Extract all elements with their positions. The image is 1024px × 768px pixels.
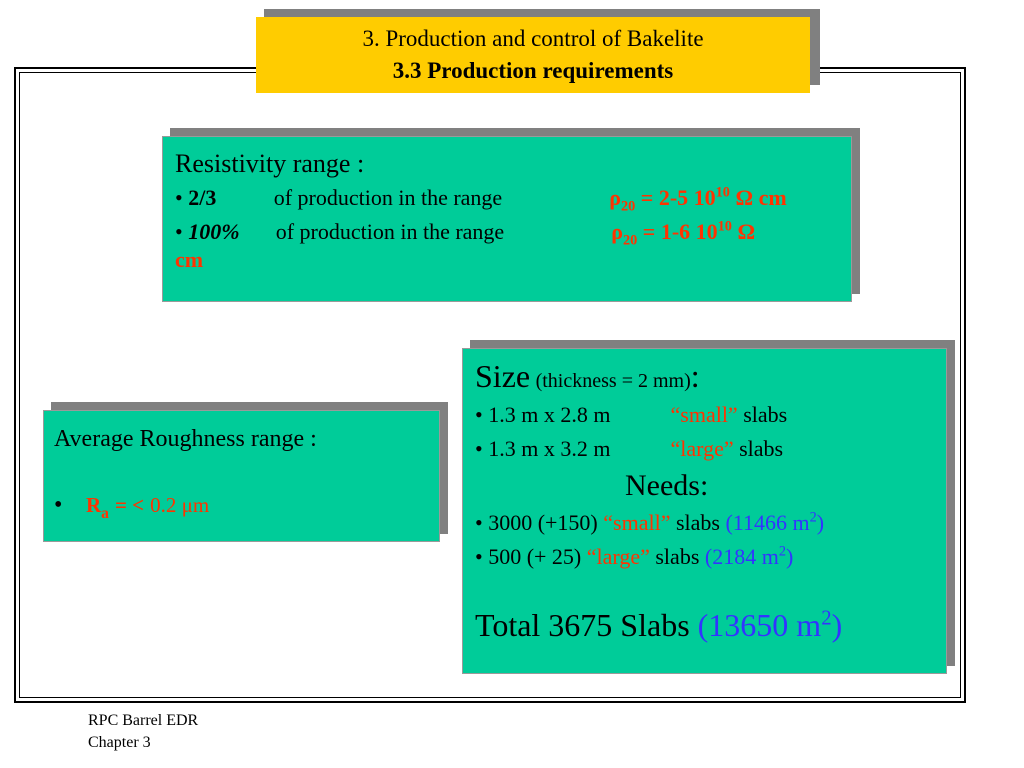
bullet: •	[175, 219, 183, 244]
needs-label: Needs:	[625, 469, 709, 502]
resistivity-unit: Ω	[737, 219, 756, 244]
total-row: Total 3675 Slabs (13650 m2)	[475, 600, 934, 650]
resistivity-heading: Resistivity range :	[175, 149, 365, 178]
resistivity-value: = 1-6 10	[642, 219, 718, 244]
resistivity-row-2: • 100% of production in the range ρ20 = …	[175, 215, 839, 249]
needs-count: • 3000 (+150)	[475, 510, 598, 535]
slide-subtitle: 3.3 Production requirements	[392, 58, 674, 83]
needs-count: • 500 (+ 25)	[475, 544, 582, 569]
fraction: 2/3	[188, 185, 217, 210]
rho-symbol: ρ	[609, 185, 621, 210]
slide-section-title: 3. Production and control of Bakelite	[362, 26, 704, 51]
size-colon: :	[690, 358, 700, 394]
rho-subscript: 20	[620, 198, 636, 215]
slab-row-large: • 1.3 m x 3.2 m “large” slabs	[475, 432, 934, 466]
size-heading: Size	[475, 358, 531, 394]
roughness-value: 0.2 μm	[150, 493, 210, 517]
bullet: •	[175, 185, 183, 210]
needs-area: (11466 m2)	[725, 509, 825, 535]
total-area: (13650 m2)	[697, 606, 843, 643]
roughness-box: Average Roughness range : • Ra = < 0.2 μ…	[43, 410, 440, 542]
resistivity-value: = 2-5 10	[640, 185, 716, 210]
slab-dims: • 1.3 m x 2.8 m	[475, 402, 611, 427]
needs-type: “large”	[586, 544, 650, 569]
needs-type: “small”	[603, 510, 671, 535]
fraction: 100%	[188, 219, 240, 244]
resistivity-unit: Ω cm	[735, 185, 787, 210]
roughness-heading: Average Roughness range :	[54, 426, 317, 452]
size-box: Size (thickness = 2 mm): • 1.3 m x 2.8 m…	[462, 348, 947, 674]
exponent: 10	[715, 184, 730, 201]
rho-subscript: 20	[622, 232, 638, 249]
slab-suffix: slabs	[739, 436, 784, 461]
range-text: of production in the range	[275, 219, 505, 244]
needs-area: (2184 m2)	[704, 543, 794, 569]
resistivity-row-1: • 2/3 of production in the range ρ20 = 2…	[175, 181, 839, 215]
exponent: 10	[717, 218, 732, 235]
needs-suffix: slabs	[675, 510, 720, 535]
bullet: •	[54, 492, 63, 518]
roughness-operator: = <	[114, 493, 145, 517]
size-heading-row: Size (thickness = 2 mm):	[475, 359, 934, 398]
roughness-row: • Ra = < 0.2 μm	[54, 489, 429, 521]
title-box: 3. Production and control of Bakelite 3.…	[256, 17, 810, 93]
range-text: of production in the range	[273, 185, 503, 210]
slab-suffix: slabs	[743, 402, 788, 427]
resistivity-unit-wrap: cm	[175, 247, 204, 272]
roughness-subscript: a	[101, 504, 109, 522]
slab-type: “large”	[670, 436, 734, 461]
footer-line-1: RPC Barrel EDR	[88, 712, 199, 729]
thickness-note: (thickness = 2 mm)	[535, 370, 691, 392]
needs-suffix: slabs	[655, 544, 700, 569]
needs-row-small: • 3000 (+150) “small” slabs (11466 m2)	[475, 506, 934, 540]
slide-footer: RPC Barrel EDR Chapter 3	[88, 710, 198, 754]
resistivity-box: Resistivity range : • 2/3 of production …	[162, 136, 852, 302]
roughness-symbol: R	[86, 493, 102, 517]
slab-dims: • 1.3 m x 3.2 m	[475, 436, 611, 461]
total-text: Total 3675 Slabs	[475, 607, 690, 643]
slab-type: “small”	[670, 402, 738, 427]
footer-line-2: Chapter 3	[88, 734, 151, 751]
rho-symbol: ρ	[611, 219, 623, 244]
slab-row-small: • 1.3 m x 2.8 m “small” slabs	[475, 398, 934, 432]
needs-row-large: • 500 (+ 25) “large” slabs (2184 m2)	[475, 540, 934, 574]
